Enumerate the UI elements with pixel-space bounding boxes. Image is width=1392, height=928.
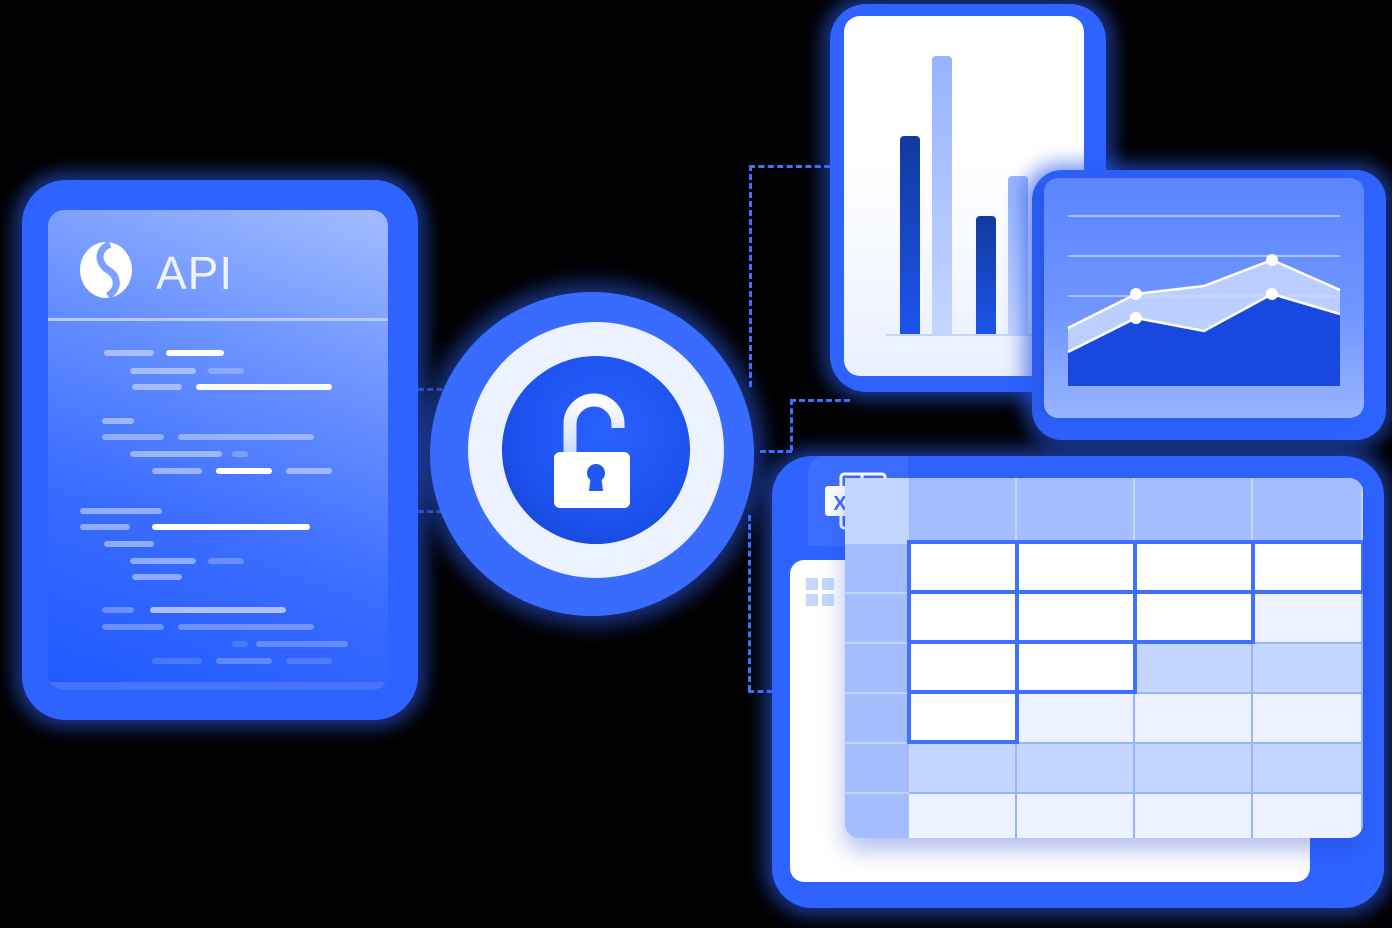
data-point: [1130, 288, 1142, 300]
cell-empty[interactable]: [1135, 692, 1253, 742]
cell-empty[interactable]: [909, 792, 1017, 838]
code-line: [104, 350, 154, 356]
cell-filled[interactable]: [1133, 540, 1255, 594]
bar-light: [932, 56, 952, 334]
connector-lock-sheet-vertical: [748, 515, 751, 691]
code-line: [178, 434, 314, 440]
code-line: [216, 468, 272, 474]
code-line: [130, 368, 196, 374]
column-header[interactable]: [1017, 478, 1135, 542]
area-chart-card: [1044, 178, 1364, 418]
connector-lock-chart-vertical: [749, 165, 752, 387]
row-header[interactable]: [845, 692, 909, 742]
code-line: [232, 451, 248, 457]
corner-cell: [845, 478, 909, 542]
code-line: [232, 641, 248, 647]
area-lower: [1068, 294, 1340, 386]
cell-filled[interactable]: [1015, 640, 1137, 694]
cell-filled[interactable]: [907, 640, 1019, 694]
code-line: [208, 368, 244, 374]
cell-empty[interactable]: [909, 742, 1017, 792]
cell-empty[interactable]: [1135, 742, 1253, 792]
cell-empty[interactable]: [1017, 792, 1135, 838]
spreadsheet: [845, 478, 1363, 838]
area-upper: [1068, 260, 1340, 352]
code-line: [130, 451, 222, 457]
code-line: [286, 658, 332, 664]
code-line: [152, 658, 202, 664]
data-point: [1130, 312, 1142, 324]
connector-lock-area-bottom: [760, 450, 792, 453]
bar-chart-axis: [886, 334, 1084, 336]
code-line: [178, 624, 314, 630]
code-line: [102, 607, 134, 613]
cell-empty[interactable]: [1253, 792, 1363, 838]
code-line: [102, 418, 134, 424]
cell-filled[interactable]: [1133, 590, 1255, 644]
row-header[interactable]: [845, 542, 909, 592]
code-line: [196, 384, 332, 390]
data-point: [1266, 288, 1278, 300]
row-header[interactable]: [845, 642, 909, 692]
cell-empty[interactable]: [1253, 692, 1363, 742]
code-line: [80, 508, 162, 514]
api-card-footer: [48, 682, 388, 690]
code-line: [132, 574, 182, 580]
code-line: [166, 350, 224, 356]
connector-lock-area-vertical: [790, 399, 793, 451]
column-header[interactable]: [1135, 478, 1253, 542]
bar-dark: [900, 136, 920, 334]
row-header[interactable]: [845, 792, 909, 838]
data-point: [1266, 254, 1278, 266]
code-line: [130, 558, 196, 564]
row-header[interactable]: [845, 592, 909, 642]
cell-empty[interactable]: [1253, 592, 1363, 642]
unlocked-padlock-icon: [554, 393, 630, 508]
grid-icon: [806, 578, 834, 606]
cell-empty[interactable]: [1017, 742, 1135, 792]
bar-dark: [976, 216, 996, 334]
cell-filled[interactable]: [1251, 540, 1363, 594]
bar-light: [1008, 176, 1028, 334]
cell-filled[interactable]: [907, 590, 1019, 644]
row-header[interactable]: [845, 742, 909, 792]
code-line: [80, 524, 130, 530]
cell-filled[interactable]: [907, 540, 1019, 594]
s-logo-icon: [80, 242, 132, 298]
column-header[interactable]: [1253, 478, 1363, 542]
lock-button: [502, 356, 690, 544]
cell-filled[interactable]: [907, 690, 1019, 744]
code-line: [286, 468, 332, 474]
cell-filled[interactable]: [1015, 540, 1137, 594]
column-header[interactable]: [909, 478, 1017, 542]
code-line: [102, 624, 164, 630]
code-line: [104, 541, 154, 547]
cell-empty[interactable]: [1135, 792, 1253, 838]
api-title: API: [156, 247, 234, 299]
code-line: [152, 468, 202, 474]
api-card-header: API: [48, 210, 388, 318]
cell-filled[interactable]: [1015, 590, 1137, 644]
api-divider: [48, 318, 388, 321]
cell-empty[interactable]: [1253, 742, 1363, 792]
code-line: [256, 641, 348, 647]
api-card: API: [48, 210, 388, 690]
svg-text:X: X: [833, 493, 847, 515]
code-line: [150, 607, 286, 613]
code-line: [216, 658, 272, 664]
area-chart: [1067, 215, 1341, 386]
connector-lock-area-horizontal: [790, 399, 850, 402]
cell-empty[interactable]: [1017, 692, 1135, 742]
code-line: [208, 558, 244, 564]
code-line: [132, 384, 182, 390]
connector-lock-chart-horizontal: [749, 165, 849, 168]
code-line: [102, 434, 164, 440]
cell-empty[interactable]: [1253, 642, 1363, 692]
cell-empty[interactable]: [1135, 642, 1253, 692]
code-line: [152, 524, 310, 530]
